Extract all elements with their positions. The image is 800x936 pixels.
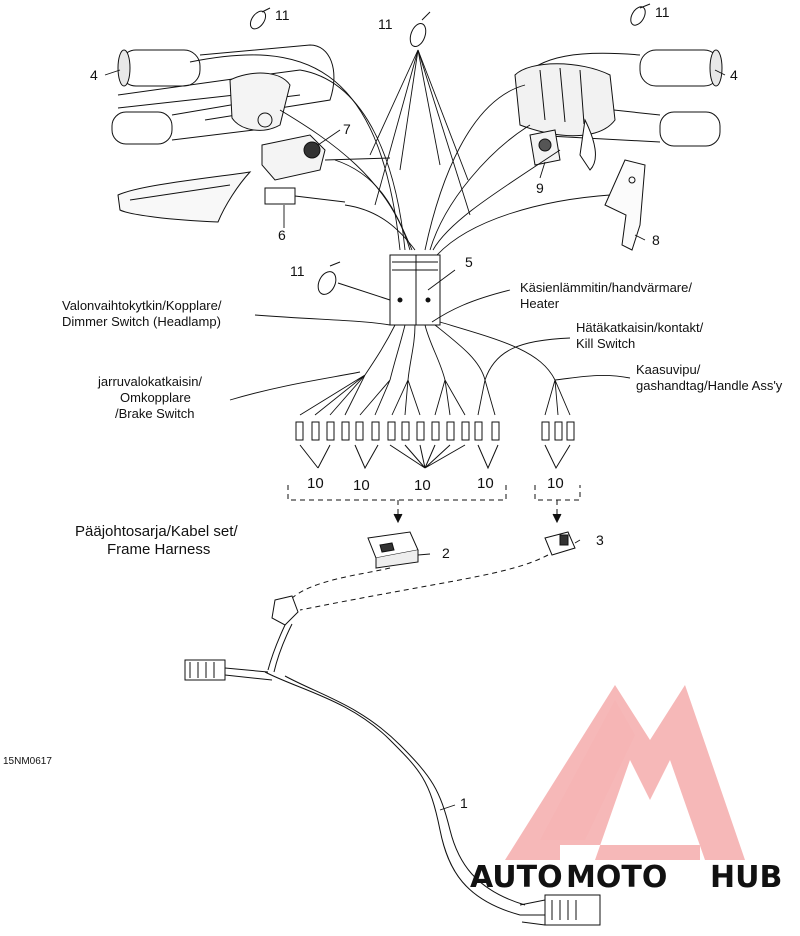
callout-11-left: 11 <box>275 7 290 23</box>
left-grip <box>117 44 335 121</box>
callout-10-e: 10 <box>547 475 564 492</box>
callout-7: 7 <box>343 121 351 137</box>
left-handlebar <box>111 69 301 145</box>
handlebar-wires <box>189 49 611 256</box>
terminal-bracket-left <box>287 485 507 520</box>
callout-10-a: 10 <box>307 475 324 492</box>
label-brake-line3: /Brake Switch <box>115 406 194 421</box>
connector-housing-part-2 <box>367 531 419 569</box>
dimmer-switch-part-7 <box>261 134 391 181</box>
label-brake-line2: Omkopplare <box>120 390 191 405</box>
label-dimmer-line2: Dimmer Switch (Headlamp) <box>62 314 221 329</box>
callout-2: 2 <box>442 545 450 561</box>
callout-8: 8 <box>652 232 660 248</box>
callout-10-b: 10 <box>353 477 370 494</box>
frame-harness-part-1 <box>184 595 601 926</box>
label-brake-line1: jarruvalokatkaisin/ <box>97 374 202 389</box>
connector-part-6 <box>264 187 346 205</box>
cable-tie-11-mid <box>317 261 341 295</box>
callout-1: 1 <box>460 795 468 811</box>
label-heater-line1: Käsienlämmitin/handvärmare/ <box>520 280 692 295</box>
callout-numbers: 4 4 11 11 11 11 7 6 9 8 5 10 10 10 10 10… <box>90 4 738 811</box>
right-handlebar <box>514 63 721 171</box>
brake-lever <box>117 171 252 223</box>
watermark-auto: AUTO <box>470 860 563 895</box>
kill-switch-part-9 <box>529 129 561 166</box>
callout-3: 3 <box>596 532 604 548</box>
branch-wires <box>299 321 571 416</box>
callout-10-c: 10 <box>414 477 431 494</box>
connector-housing-part-3 <box>544 531 576 556</box>
watermark-moto: MOTO <box>566 860 667 895</box>
label-kill-line2: Kill Switch <box>576 336 635 351</box>
throttle-lever-part-8 <box>604 159 646 251</box>
harness-sleeve-part-5 <box>337 254 441 326</box>
part-labels: Valonvaihtokytkin/Kopplare/ Dimmer Switc… <box>3 280 783 767</box>
callout-9: 9 <box>536 180 544 196</box>
label-frame-line1: Pääjohtosarja/Kabel set/ <box>75 523 238 540</box>
callout-4-left: 4 <box>90 67 98 83</box>
callout-10-d: 10 <box>477 475 494 492</box>
terminals-row <box>295 421 575 470</box>
label-heater-line2: Heater <box>520 296 560 311</box>
callout-11-mid: 11 <box>290 263 305 279</box>
callout-11-right: 11 <box>655 4 670 20</box>
leader-lines <box>104 69 726 811</box>
watermark-hub: HUB <box>710 860 782 895</box>
callout-11-center: 11 <box>378 16 393 32</box>
cable-tie-11-right <box>630 3 651 26</box>
label-frame-line2: Frame Harness <box>107 541 210 558</box>
cable-tie-11-center <box>409 11 431 48</box>
terminal-bracket-right <box>534 485 581 520</box>
label-handle-line2: gashandtag/Handle Ass'y <box>636 378 783 393</box>
label-kill-line1: Hätäkatkaisin/kontakt/ <box>576 320 704 335</box>
watermark-logo: AUTO MOTO HUB <box>470 685 782 895</box>
right-grip <box>519 49 723 87</box>
callout-6: 6 <box>278 227 286 243</box>
callout-5: 5 <box>465 254 473 270</box>
cable-tie-11-left <box>249 7 271 30</box>
figure-code: 15NM0617 <box>3 756 52 767</box>
label-handle-line1: Kaasuvipu/ <box>636 362 701 377</box>
label-dimmer-line1: Valonvaihtokytkin/Kopplare/ <box>62 298 222 313</box>
watermark-logo-triangle <box>505 685 745 860</box>
connector-links <box>289 554 549 611</box>
callout-4-right: 4 <box>730 67 738 83</box>
